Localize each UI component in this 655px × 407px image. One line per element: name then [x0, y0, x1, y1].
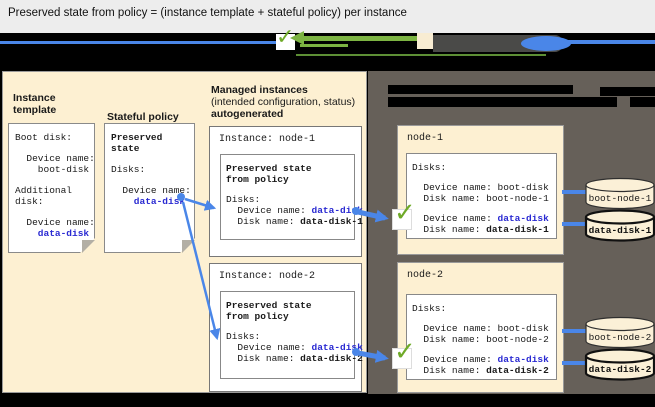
- disk-name-label: Disk name:: [226, 216, 301, 227]
- node-name: node-2: [407, 270, 444, 281]
- managed-instance-node-2: Instance: node-2 Preserved state from po…: [209, 263, 363, 392]
- page-title: Preserved state from policy = (instance …: [8, 7, 407, 19]
- device-name-label: Device name:: [226, 205, 312, 216]
- disk-cylinder-data-disk-2: data-disk-2: [584, 348, 655, 381]
- vm-node-1: node-1 Disks: Device name: boot-disk Dis…: [397, 125, 564, 255]
- data-disk-value: data-disk: [111, 196, 186, 207]
- redacted-title-bar: [388, 97, 617, 107]
- device-name-label: Device name:: [15, 153, 95, 164]
- disks-box: Disks: Device name: boot-disk Disk name:…: [406, 153, 557, 239]
- data-device-value: data-disk: [497, 213, 549, 224]
- legend-band: ✓: [0, 27, 655, 71]
- instance-template-label: Instance template: [13, 92, 57, 116]
- data-disk-name: data-disk-1: [486, 224, 549, 235]
- disk-name-value: data-disk-1: [300, 216, 363, 227]
- green-arrow-secondary: [300, 44, 348, 47]
- redacted-title-bar: [630, 97, 655, 107]
- disk-name-value: data-disk-2: [300, 353, 363, 364]
- preserved-state-heading: Preserved: [111, 132, 163, 143]
- disks-label: Disks:: [226, 194, 261, 205]
- redacted-title-bar: [388, 85, 573, 94]
- device-name-label: Device name:: [226, 342, 312, 353]
- data-disk-value: data-disk: [15, 228, 90, 239]
- disks-label: Disks:: [412, 162, 447, 173]
- managed-instance-node-1: Instance: node-1 Preserved state from po…: [209, 126, 363, 257]
- config-panel: Instance template Boot disk: Device name…: [2, 71, 367, 393]
- disk-name-label: Disk name:: [226, 353, 301, 364]
- managed-instances-label: Managed instances (intended configuratio…: [211, 84, 356, 120]
- stateful-policy-doc: Preserved state Disks: Device name: data…: [104, 123, 195, 253]
- instance-title: Instance: node-2: [219, 271, 316, 282]
- boot-disk-heading: Boot disk:: [15, 132, 73, 143]
- disks-box: Disks: Device name: boot-disk Disk name:…: [406, 294, 557, 380]
- stateful-policy-label: Stateful policy: [107, 111, 179, 123]
- disks-label: Disks:: [226, 331, 261, 342]
- data-disk-value: data-disk: [311, 205, 363, 216]
- boot-device-value: boot-disk: [497, 323, 549, 334]
- data-disk-name: data-disk-2: [486, 365, 549, 376]
- green-arrow-body: [303, 36, 432, 41]
- node-name: node-1: [407, 133, 444, 144]
- preserved-state-heading2: state: [111, 143, 140, 154]
- blue-connector-line: [0, 41, 277, 44]
- title-bar: Preserved state from policy = (instance …: [0, 0, 655, 33]
- disk-cylinder-boot-node-2: boot-node-2: [585, 316, 655, 349]
- disk-cylinder-boot-node-1: boot-node-1: [585, 177, 655, 210]
- instance-template-doc: Boot disk: Device name: boot-disk Additi…: [8, 123, 95, 253]
- cylinder-label: data-disk-1: [589, 225, 652, 236]
- instance-title: Instance: node-1: [219, 134, 316, 145]
- boot-disk-value: boot-disk: [15, 164, 90, 175]
- redacted-title-bar: [600, 87, 655, 96]
- green-arrow-icon: [290, 31, 304, 45]
- data-disk-value: data-disk: [311, 342, 363, 353]
- preserved-state-box: Preserved state from policy Disks: Devic…: [220, 291, 363, 379]
- additional-disk-heading2: disk:: [15, 196, 44, 207]
- disk-cylinder-data-disk-1: data-disk-1: [584, 209, 655, 242]
- disk-ellipse-icon: [521, 36, 571, 51]
- device-name-label: Device name:: [111, 185, 191, 196]
- cylinder-label: data-disk-2: [589, 364, 652, 375]
- page-fold: [182, 240, 195, 253]
- applied-checkmark-icon: ✓: [392, 337, 416, 369]
- additional-disk-heading: Additional: [15, 185, 73, 196]
- cylinder-label: boot-node-2: [589, 332, 652, 343]
- disks-label: Disks:: [412, 303, 447, 314]
- applied-checkmark-icon: ✓: [392, 198, 416, 230]
- page-fold: [82, 240, 95, 253]
- blue-connector-line: [562, 40, 655, 44]
- bottom-bar: [0, 394, 655, 407]
- green-line: [296, 54, 546, 56]
- boot-disk-name: boot-node-1: [486, 193, 549, 204]
- template-chip-icon: [417, 33, 433, 49]
- disks-label: Disks:: [111, 164, 146, 175]
- boot-device-value: boot-disk: [497, 182, 549, 193]
- boot-disk-name: boot-node-2: [486, 334, 549, 345]
- preserved-state-box: Preserved state from policy Disks: Devic…: [220, 154, 363, 240]
- data-device-value: data-disk: [497, 354, 549, 365]
- vm-node-2: node-2 Disks: Device name: boot-disk Dis…: [397, 262, 564, 393]
- cylinder-label: boot-node-1: [589, 193, 652, 204]
- device-name-label: Device name:: [15, 217, 95, 228]
